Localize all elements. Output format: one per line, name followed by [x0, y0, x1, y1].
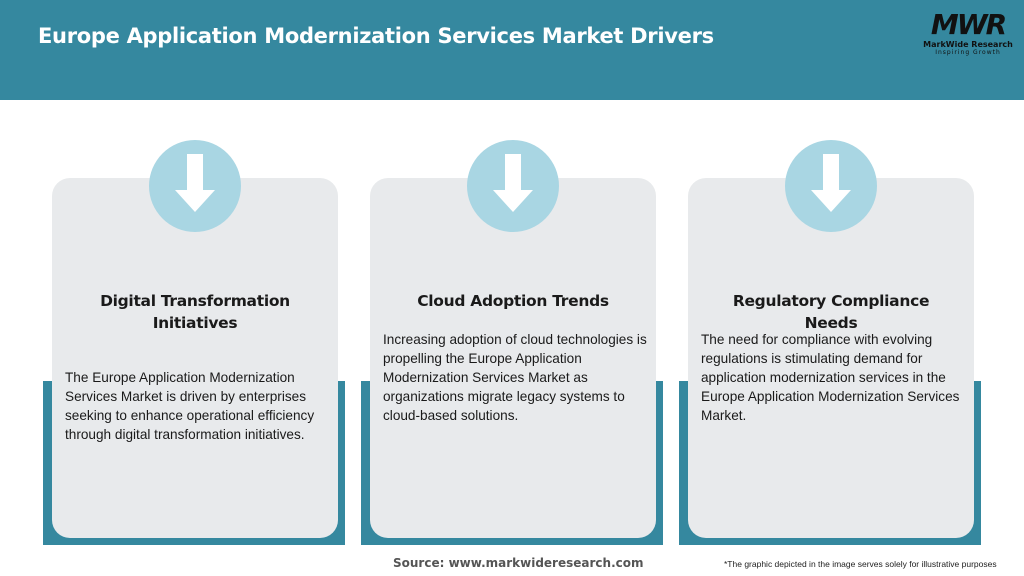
arrow-down-icon: [811, 154, 851, 212]
card-title: Cloud Adoption Trends: [417, 292, 609, 310]
disclaimer-note: *The graphic depicted in the image serve…: [724, 559, 997, 569]
page-title: Europe Application Modernization Service…: [38, 24, 714, 48]
icon-circle: [785, 140, 877, 232]
logo-mark: MWR: [930, 8, 1007, 41]
card-title: Digital Transformation Initiatives: [100, 292, 290, 332]
driver-card-1: Digital Transformation Initiatives The E…: [43, 140, 358, 550]
icon-circle: [149, 140, 241, 232]
card-body: Increasing adoption of cloud technologie…: [383, 332, 647, 423]
card-body: The need for compliance with evolving re…: [701, 332, 960, 423]
logo-name: MarkWide Research: [923, 40, 1013, 49]
arrow-down-icon: [493, 154, 533, 212]
logo-tagline: Inspiring Growth: [935, 49, 1001, 56]
arrow-down-icon: [175, 154, 215, 212]
card-title: Regulatory Compliance Needs: [732, 292, 930, 332]
driver-card-3: Regulatory Compliance Needs The need for…: [679, 140, 994, 550]
driver-card-2: Cloud Adoption Trends Increasing adoptio…: [361, 140, 676, 550]
icon-circle: [467, 140, 559, 232]
source-text: Source: www.markwideresearch.com: [393, 556, 644, 570]
header-banner: Europe Application Modernization Service…: [0, 0, 1024, 100]
card-panel: Digital Transformation Initiatives The E…: [52, 178, 338, 538]
card-panel: Regulatory Compliance Needs The need for…: [688, 178, 974, 538]
card-panel: Cloud Adoption Trends Increasing adoptio…: [370, 178, 656, 538]
card-body: The Europe Application Modernization Ser…: [65, 370, 315, 442]
logo: MWR MarkWide Research Inspiring Growth: [920, 10, 1016, 60]
